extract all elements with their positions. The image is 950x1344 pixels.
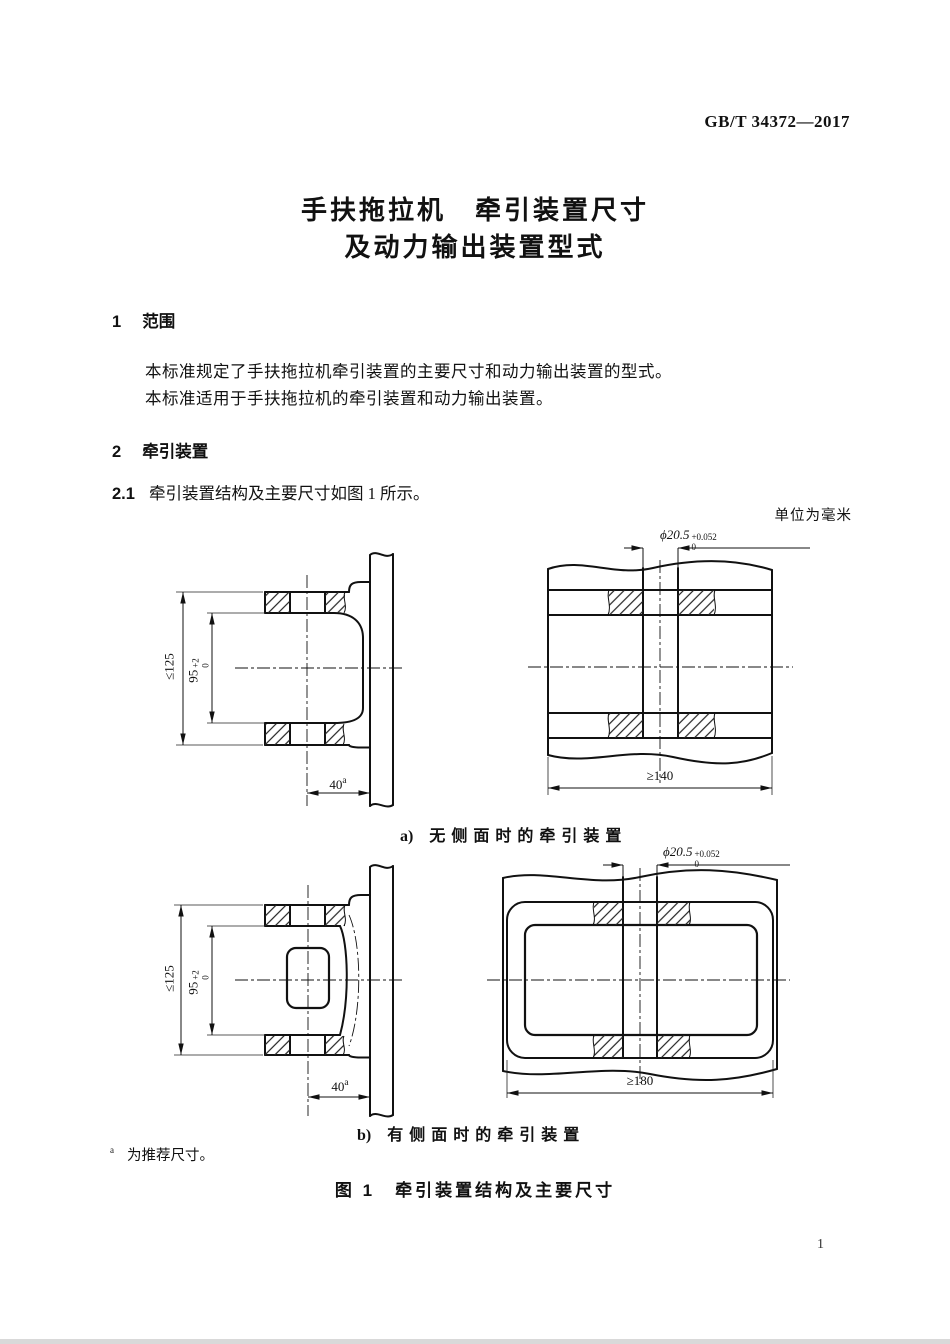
doc-number: GB/T 34372—2017 xyxy=(704,112,850,131)
clause-2-heading: 2 牵引装置 xyxy=(112,438,208,462)
figure-footnote: a 为推荐尺寸。 xyxy=(110,1144,214,1165)
drawing-a-front-view xyxy=(528,545,810,795)
dim-overall-height-a: ≤125 xyxy=(161,653,177,680)
subfigure-a-caption: a) 无侧面时的牵引装置 xyxy=(400,822,627,846)
dimension-lines xyxy=(547,545,810,795)
title-line-2: 及动力输出装置型式 xyxy=(344,232,606,262)
pin-hole-value: ϕ20.5 xyxy=(660,527,690,542)
clause-1-number: 1 xyxy=(112,313,122,331)
jaw-gap-value: 95 xyxy=(185,669,201,683)
drawing-a-side-view xyxy=(176,552,405,808)
clause-2-title: 牵引装置 xyxy=(142,443,209,461)
drawing-b-front-view xyxy=(487,862,790,1098)
footnote-ref-a: a xyxy=(342,776,347,786)
centerlines xyxy=(235,885,405,1116)
tractor-body-outline xyxy=(369,552,394,808)
section-hatching xyxy=(607,589,716,739)
clause-2-number: 2 xyxy=(112,443,122,461)
title-line-1: 手扶拖拉机 牵引装置尺寸 xyxy=(300,195,649,225)
clause-1-paragraph-2: 本标准适用于手扶拖拉机的牵引装置和动力输出装置。 xyxy=(145,389,553,408)
clause-2-1-text: 牵引装置结构及主要尺寸如图 1 所示。 xyxy=(148,484,430,503)
dim-jaw-depth-a: 40a xyxy=(329,776,347,792)
subfigure-a-label: a) xyxy=(400,828,414,845)
figure-1-caption: 图 1 牵引装置结构及主要尺寸 xyxy=(334,1181,616,1200)
section-hatching xyxy=(265,904,346,1056)
document-title: 手扶拖拉机 牵引装置尺寸 及动力输出装置型式 xyxy=(0,192,950,266)
dim-overall-height-b: ≤125 xyxy=(161,965,177,992)
dim-length-min-a: ≥140 xyxy=(646,768,674,783)
units-note: 单位为毫米 xyxy=(774,508,852,524)
centerlines xyxy=(528,560,793,783)
subfigure-b-caption: b) 有侧面时的牵引装置 xyxy=(357,1121,585,1145)
dim-jaw-depth-b: 40a xyxy=(331,1078,349,1094)
clause-1-heading: 1 范围 xyxy=(112,308,175,332)
section-hatching xyxy=(265,591,346,746)
pin-hole-lines xyxy=(642,548,679,739)
centerlines xyxy=(487,868,790,1083)
dim-length-min-b: ≥180 xyxy=(626,1073,654,1088)
scan-edge-artifact xyxy=(0,1339,950,1344)
dimension-lines xyxy=(176,591,370,796)
centerlines xyxy=(235,575,405,806)
drawing-b-side-view xyxy=(174,864,405,1118)
footnote-marker: a xyxy=(110,1145,114,1155)
subfigure-a-text: 无侧面时的牵引装置 xyxy=(429,828,628,845)
clause-1-title: 范围 xyxy=(142,313,176,331)
subfigure-b-text: 有侧面时的牵引装置 xyxy=(387,1127,586,1144)
tractor-body-outline xyxy=(369,864,394,1118)
section-hatching xyxy=(592,901,691,1059)
footnote-text: 为推荐尺寸。 xyxy=(127,1148,214,1164)
dimension-lines xyxy=(506,862,790,1098)
clause-2-1: 2.1 牵引装置结构及主要尺寸如图 1 所示。 xyxy=(112,480,429,504)
clause-2-1-number: 2.1 xyxy=(112,485,135,503)
subfigure-b-label: b) xyxy=(357,1127,372,1144)
dimension-lines xyxy=(174,904,370,1100)
clause-1-paragraph-1: 本标准规定了手扶拖拉机牵引装置的主要尺寸和动力输出装置的型式。 xyxy=(145,362,672,381)
page-number: 1 xyxy=(817,1237,824,1252)
